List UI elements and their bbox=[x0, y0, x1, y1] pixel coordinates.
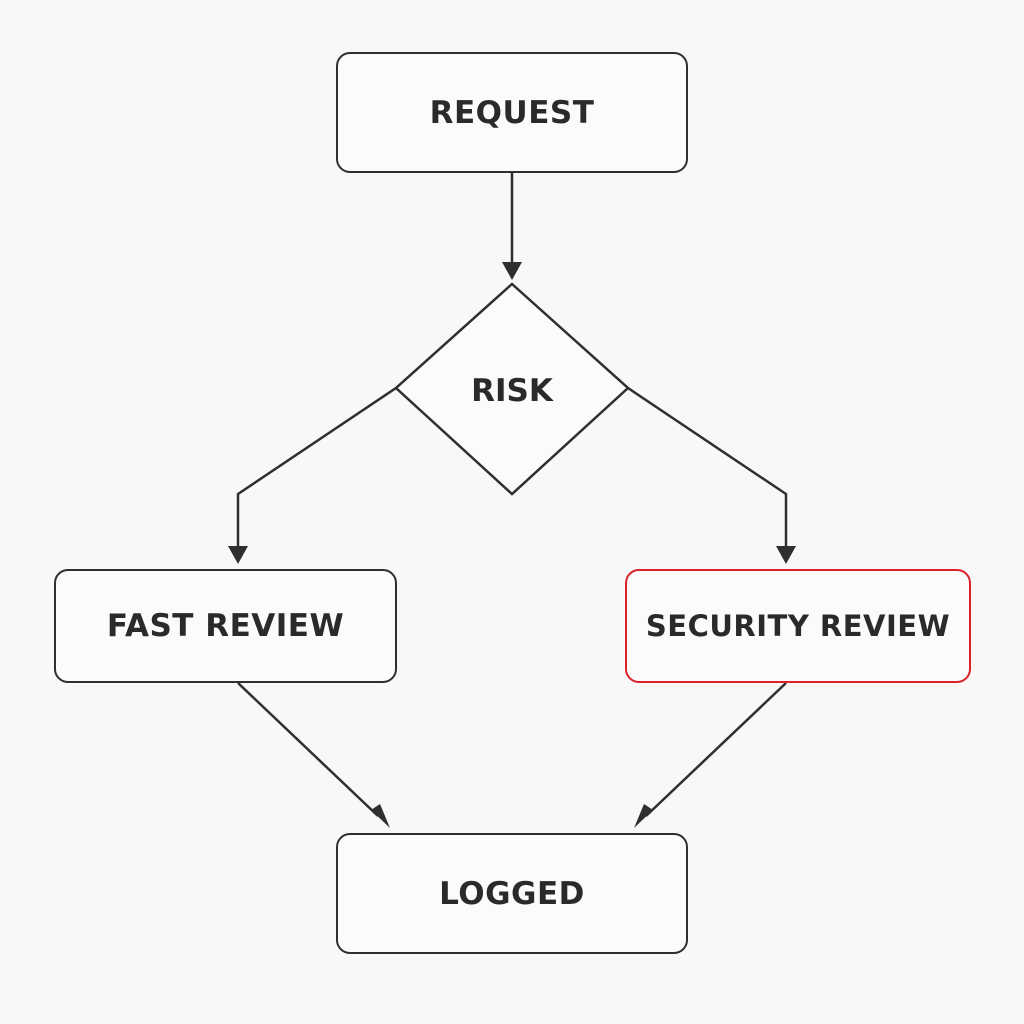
arrowhead-fast-review bbox=[228, 546, 248, 564]
arrowhead-logged-right bbox=[634, 804, 653, 828]
edge-security-review-to-logged bbox=[645, 682, 787, 817]
risk-label: RISK bbox=[471, 373, 553, 409]
arrowhead-security-review bbox=[776, 546, 796, 564]
edge-fast-review-to-logged bbox=[237, 682, 379, 817]
request-node: REQUEST bbox=[336, 52, 688, 173]
edge-risk-to-fast-review bbox=[236, 386, 397, 548]
request-label: REQUEST bbox=[429, 94, 595, 131]
edge-risk-to-security-review bbox=[627, 386, 788, 548]
logged-node: LOGGED bbox=[336, 833, 688, 954]
fast-review-node: FAST REVIEW bbox=[54, 569, 397, 683]
security-review-node: SECURITY REVIEW bbox=[625, 569, 971, 683]
fast-review-label: FAST REVIEW bbox=[106, 608, 345, 644]
arrowhead-risk bbox=[502, 262, 522, 280]
security-review-label: SECURITY REVIEW bbox=[645, 609, 951, 643]
arrowhead-logged-left bbox=[371, 804, 390, 828]
logged-label: LOGGED bbox=[439, 875, 585, 912]
risk-decision-label-container: RISK bbox=[412, 366, 612, 416]
risk-diamond bbox=[394, 282, 630, 496]
